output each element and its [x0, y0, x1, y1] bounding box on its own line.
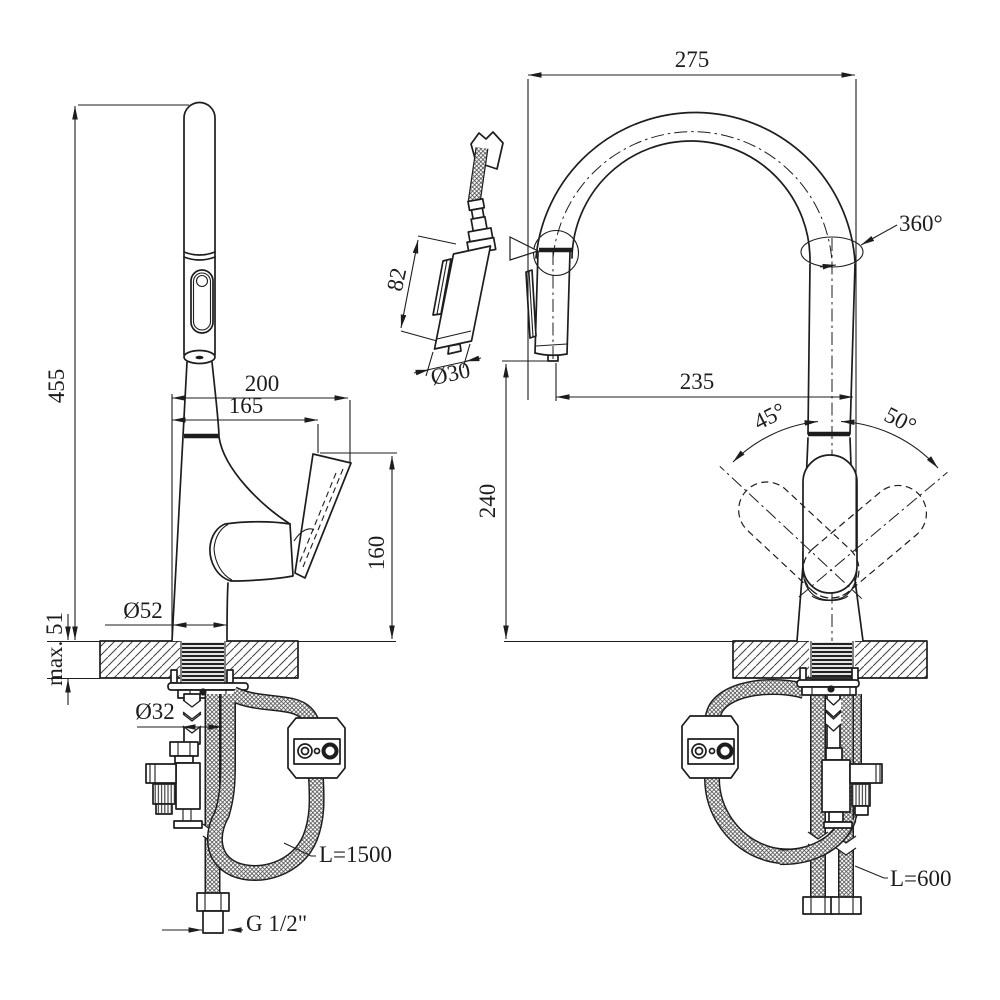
dim-overall-height: 455: [44, 369, 69, 404]
swivel-indicator: 360°: [800, 211, 943, 270]
shutoff-valve: [145, 741, 203, 829]
docked-spray-head: [509, 229, 580, 362]
threaded-shank-front: [810, 641, 854, 682]
dim-head-diameter: Ø30: [428, 357, 472, 390]
dim-deck-thickness: max. 51: [42, 612, 67, 686]
dim-hole-diameter: Ø32: [135, 699, 175, 724]
dim-handle-tilt-right: 50°: [880, 402, 920, 439]
front-view-dimensions: 275 235 240: [475, 47, 857, 643]
shutoff-valve-front: [821, 747, 883, 829]
dim-hose-length-front: L=600: [890, 866, 952, 891]
supply-tube-front: [825, 691, 842, 753]
lever-blade: [294, 453, 352, 579]
spray-head-body: [433, 245, 492, 350]
dim-handle-height: 160: [364, 536, 389, 571]
view-direction-arrow: [509, 236, 540, 261]
hose-weight-front: [681, 715, 739, 779]
dim-base-diameter: Ø52: [123, 598, 163, 623]
hose-weight: [287, 717, 346, 779]
dim-swivel-angle: 360°: [899, 211, 943, 236]
sprayer-slot: [190, 269, 214, 334]
front-view: 360° 45° 50°: [475, 47, 952, 915]
handle-ghost-left: [719, 465, 863, 600]
threaded-shank: [180, 641, 226, 684]
hose-nuts-front: [802, 896, 862, 915]
dim-head-length: 82: [382, 266, 411, 294]
front-under-counter: L=600: [681, 641, 952, 915]
dim-spout-reach: 235: [680, 369, 715, 394]
handle-ghost-right: [798, 471, 948, 599]
dim-hose-length-side: L=1500: [319, 842, 392, 867]
dim-reach-inner: 165: [229, 393, 264, 418]
spray-head-detail: 82 Ø30: [382, 131, 504, 390]
side-view-dimensions: 455 max. 51 200 165 160 Ø52 Ø32 L=1500: [42, 104, 397, 936]
dim-thread-size: G 1/2": [246, 911, 307, 936]
supply-tube: [182, 693, 202, 745]
side-view: 455 max. 51 200 165 160 Ø52 Ø32 L=1500: [42, 101, 397, 936]
supply-fitting: [196, 892, 230, 934]
dim-reach-outer: 200: [245, 371, 280, 396]
dim-spout-span: 275: [675, 47, 710, 72]
side-handle: [209, 453, 352, 582]
dim-spout-height: 240: [475, 484, 500, 519]
side-under-counter: [145, 641, 346, 934]
mounting-flange-front: [796, 679, 860, 688]
